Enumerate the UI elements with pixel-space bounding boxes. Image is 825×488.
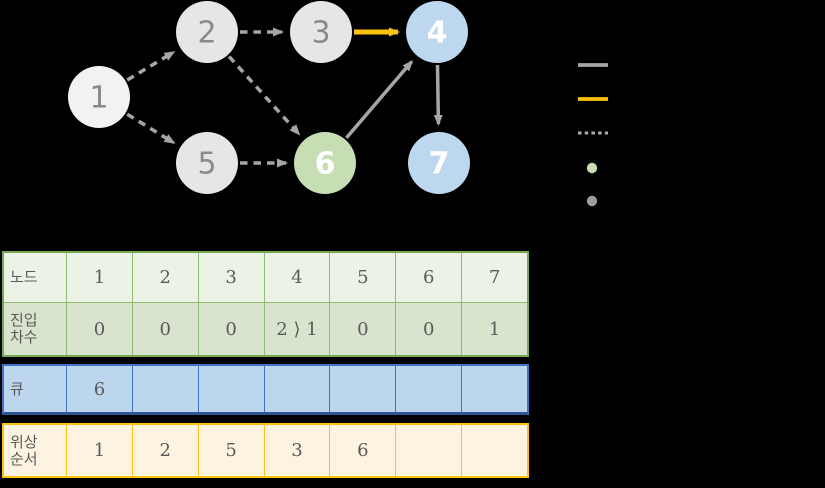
indegree-cell-text: 0 — [93, 318, 106, 340]
indegree-cell-text: 1 — [488, 318, 501, 340]
indegree-cell-text: 0 — [357, 318, 369, 340]
topo-cell: 6 — [329, 425, 396, 476]
edge-4-7 — [433, 64, 443, 126]
queue-cell — [263, 366, 330, 412]
queue-cell: 6 — [66, 366, 132, 412]
indegree-row-label-text: 노드 — [10, 268, 38, 287]
graph-node-2: 2 — [176, 1, 238, 63]
indegree-cell-text: 1 — [93, 267, 106, 288]
graph-node-4: 4 — [406, 1, 468, 63]
queue-cell — [131, 366, 198, 412]
indegree-cell: 2 ⟩ 1 — [263, 302, 330, 355]
topo-cell-text: 2 — [159, 440, 171, 461]
indegree-row-label: 진입차수 — [4, 302, 66, 355]
topo-cell: 2 — [131, 425, 198, 476]
topo-cell-text: 3 — [291, 440, 303, 461]
queue-cell — [197, 366, 264, 412]
graph-node-1: 1 — [68, 66, 130, 128]
queue-row-label-text: 큐 — [10, 379, 24, 398]
edge-2-6 — [227, 55, 301, 136]
queue-cell-text: 6 — [93, 378, 106, 400]
indegree-cell-text: 2 — [159, 267, 171, 288]
node-label: 7 — [429, 147, 450, 182]
indegree-cell-text: 4 — [291, 267, 303, 288]
indegree-cell-text: 5 — [357, 267, 369, 288]
indegree-cell-text: 0 — [225, 318, 237, 340]
indegree-cell: 1 — [461, 302, 527, 355]
legend-gray-node-dot — [586, 195, 598, 207]
edge-6-4 — [345, 60, 414, 140]
indegree-cell-text: 7 — [488, 267, 501, 288]
topo-row-label: 위상순서 — [4, 425, 66, 476]
edge-1-5 — [126, 112, 176, 145]
node-label: 6 — [315, 147, 336, 182]
indegree-cell: 0 — [66, 302, 132, 355]
topo-cell: 3 — [263, 425, 330, 476]
indegree-cell: 3 — [197, 253, 264, 302]
indegree-cell-text: 2 ⟩ 1 — [276, 318, 318, 340]
graph-canvas: 1 2 3 4 5 6 7 — [68, 1, 608, 207]
indegree-cell-text: 6 — [422, 267, 435, 288]
topo-cell — [461, 425, 527, 476]
indegree-table: 노드 1 2 3 4 5 6 7 진입차수 0 0 0 2 ⟩ 1 0 0 1 — [2, 251, 529, 357]
topo-order-table: 위상순서 1 2 5 3 6 — [2, 423, 529, 478]
legend-green-node-dot — [586, 162, 598, 174]
node-label: 1 — [89, 81, 108, 116]
indegree-cell: 0 — [197, 302, 264, 355]
indegree-cell: 1 — [66, 253, 132, 302]
node-label: 5 — [197, 147, 216, 182]
indegree-cell: 2 — [131, 253, 198, 302]
graph-node-3: 3 — [290, 1, 352, 63]
indegree-cell: 4 — [263, 253, 330, 302]
indegree-cell: 6 — [395, 253, 462, 302]
topo-cell — [395, 425, 462, 476]
topo-cell-text: 1 — [93, 440, 106, 461]
indegree-cell-text: 0 — [159, 318, 171, 340]
queue-cell — [461, 366, 527, 412]
indegree-cell: 0 — [131, 302, 198, 355]
indegree-row-label-text: 진입차수 — [10, 311, 38, 346]
node-label: 3 — [311, 16, 330, 51]
node-label: 2 — [197, 16, 216, 51]
topo-cell: 1 — [66, 425, 132, 476]
topo-cell: 5 — [197, 425, 264, 476]
node-label: 4 — [427, 16, 448, 51]
graph-node-5: 5 — [176, 132, 238, 194]
topo-cell-text: 5 — [225, 440, 237, 461]
queue-cell — [329, 366, 396, 412]
topo-cell-text: 6 — [357, 440, 369, 461]
graph-node-6: 6 — [294, 132, 356, 194]
indegree-cell: 0 — [329, 302, 396, 355]
indegree-cell-text: 3 — [225, 267, 237, 288]
queue-row-label: 큐 — [4, 366, 66, 412]
indegree-row-label: 노드 — [4, 253, 66, 302]
indegree-cell: 0 — [395, 302, 462, 355]
topo-row-label-text: 위상순서 — [10, 432, 38, 468]
graph-node-7: 7 — [408, 132, 470, 194]
indegree-cell: 5 — [329, 253, 396, 302]
indegree-cell: 7 — [461, 253, 527, 302]
indegree-cell-text: 0 — [422, 318, 435, 340]
queue-cell — [395, 366, 462, 412]
edge-1-2 — [126, 50, 176, 82]
